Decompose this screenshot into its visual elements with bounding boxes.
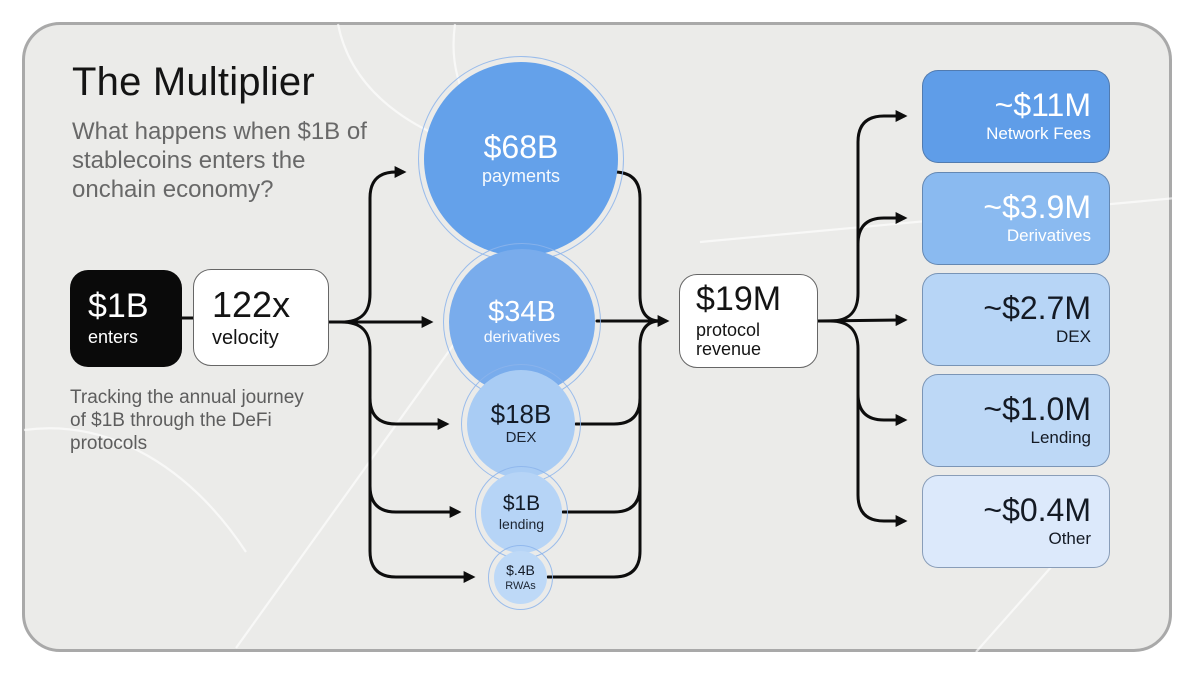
node-value: $1B (88, 287, 149, 326)
output-label: Derivatives (1006, 225, 1091, 245)
circle-value: $34B (488, 295, 556, 328)
circle-dex: $18B DEX (461, 364, 581, 484)
circle-value: $.4B (506, 562, 535, 579)
page-subtitle: What happens when $1B of stablecoins ent… (72, 118, 367, 203)
node-label: velocity (212, 326, 279, 349)
circle-value: $68B (483, 129, 559, 166)
output-value: ~$1.0M (983, 391, 1091, 428)
page-title: The Multiplier (72, 60, 315, 104)
output-value: ~$11M (994, 87, 1091, 124)
circle-label: derivatives (483, 329, 561, 347)
circle-label: lending (498, 515, 545, 532)
circle-value: $18B (490, 399, 552, 430)
output-dex: ~$2.7M DEX (922, 273, 1110, 366)
circle-label: RWAs (505, 579, 536, 592)
footnote-text: Tracking the annual journey of $1B throu… (70, 387, 304, 455)
output-label: Other (1048, 528, 1091, 548)
output-derivatives: ~$3.9M Derivatives (922, 172, 1110, 265)
output-value: ~$2.7M (983, 290, 1091, 327)
node-velocity: 122x velocity (193, 269, 329, 366)
node-label: enters (88, 326, 139, 347)
circle-label: DEX (505, 429, 537, 447)
node-value: $19M (696, 279, 782, 318)
output-value: ~$3.9M (983, 189, 1091, 226)
output-label: Network Fees (986, 123, 1091, 143)
circle-value: $1B (502, 491, 541, 515)
output-network-fees: ~$11M Network Fees (922, 70, 1110, 163)
output-label: DEX (1056, 326, 1091, 346)
output-other: ~$0.4M Other (922, 475, 1110, 568)
circle-rwas: $.4B RWAs (488, 545, 553, 610)
output-lending: ~$1.0M Lending (922, 374, 1110, 467)
node-protocol-revenue: $19M protocol revenue (679, 274, 818, 368)
node-value: 122x (212, 284, 291, 326)
output-label: Lending (1030, 427, 1091, 447)
node-label: protocol revenue (696, 319, 762, 360)
circle-lending: $1B lending (475, 466, 568, 559)
node-1b-enters: $1B enters (70, 270, 182, 367)
circle-payments: $68B payments (418, 56, 624, 262)
output-value: ~$0.4M (983, 492, 1091, 529)
circle-label: payments (481, 165, 561, 186)
